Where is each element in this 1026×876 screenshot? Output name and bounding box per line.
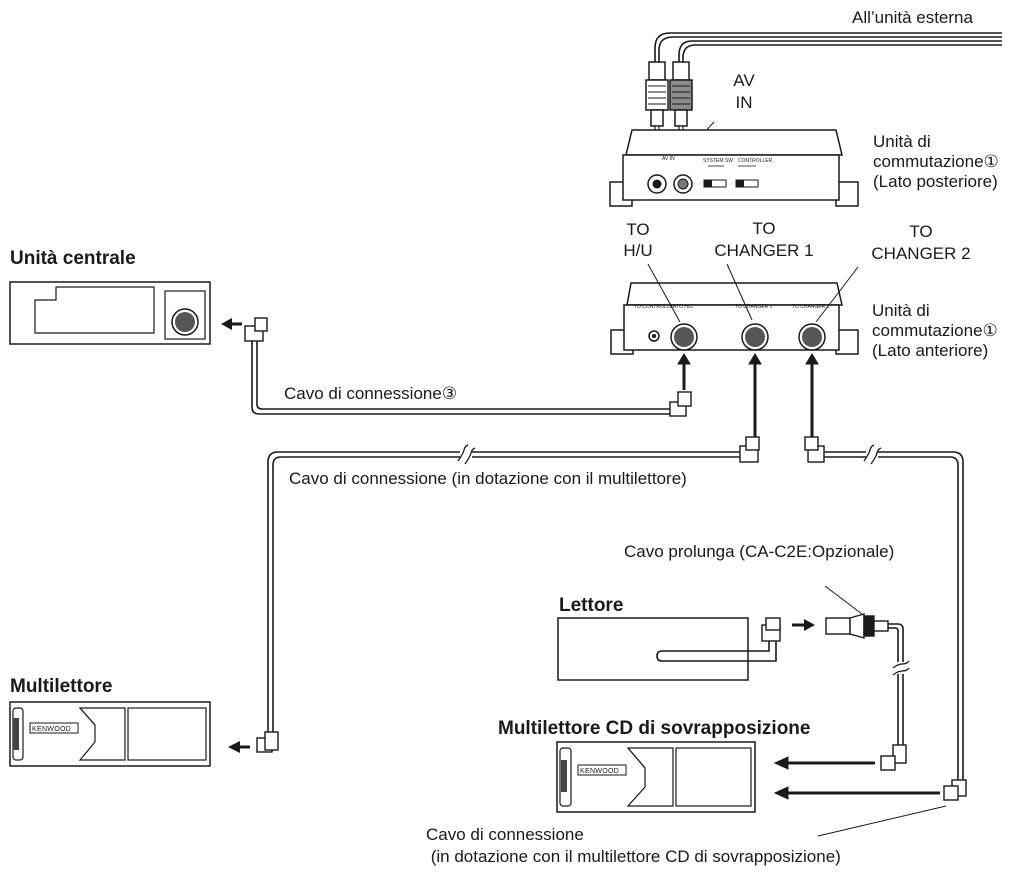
extension-cable-label: Cavo prolunga (CA-C2E:Opzionale) [624,542,894,561]
to-changer1-line-1: TO [752,219,775,238]
cable-3 [251,340,672,415]
jack-arrows [677,353,819,440]
cable-multi-plug-switch [739,436,760,463]
extension-cable-connector [825,613,889,639]
stack-changer-label: Multilettore CD di sovrapposizione [498,718,810,739]
switch-unit-front-label: Unità di commutazione① (Lato anteriore) [872,301,998,360]
switch-front-line-1: Unità di [872,301,930,320]
cable-break-mark-2 [863,444,882,465]
lettore-unit [557,617,749,681]
switch-rear-line-1: Unità di [873,132,931,151]
front-mark-changer1: TO CHANGER 1 [735,304,773,310]
cable-stack-line-2: (in dotazione con il multilettore CD di … [426,847,841,866]
front-mark-controller: TO CONTROLLER [634,304,677,310]
cable-stack-label: Cavo di connessione (in dotazione con il… [426,825,841,866]
cable-stack [820,451,964,786]
lettore-plug [761,617,781,642]
switch-front-line-2: commutazione① [872,321,998,340]
cable-multilettore [267,451,742,742]
front-mark-hu: TO H/U [676,304,693,310]
switch-front-line-3: (Lato anteriore) [872,341,988,360]
cable-stack-plug-switch [804,436,825,463]
lettore-cable [656,640,777,662]
rca-plug-white [645,61,669,137]
cable-break-mark-1 [457,444,476,465]
stack-cable-leader [817,805,947,837]
to-changer2-line-2: CHANGER 2 [871,244,970,263]
head-unit-arrow [221,318,242,330]
to-changer2-label: TO CHANGER 2 [871,222,970,263]
lettore-arrow [792,619,815,631]
to-hu-label: TO H/U [623,220,652,260]
stack-changer-brand-logo: KENWOOD [580,768,619,775]
to-changer2-line-1: TO [909,222,932,241]
av-cables [654,32,1002,62]
cable-3-plug-switch [669,391,692,417]
multilettore-arrow [228,741,250,753]
switch-unit-rear-label: Unità di commutazione① (Lato posteriore) [873,132,999,191]
front-mark-changer2: TO CHANGER 2 [792,304,830,310]
cable-break-mark-3 [892,660,910,676]
changer-label: Multilettore [10,676,112,697]
stack-cd-changer-unit: KENWOOD [556,741,756,813]
to-changer1-label: TO CHANGER 1 [714,219,813,260]
stack-changer-arrows [773,756,940,800]
av-in-line-1: AV [733,71,755,90]
player-label: Lettore [559,595,623,616]
cable-multi-plug-changer [256,731,279,753]
rear-mark-controller: CONTROLLER [738,158,773,164]
port-leaders [647,263,859,323]
cable-3-label: Cavo di connessione③ [284,384,457,403]
to-changer1-line-2: CHANGER 1 [714,241,813,260]
av-in-label: AV IN [733,71,755,112]
to-hu-line-2: H/U [623,241,652,260]
head-unit-label: Unità centrale [10,248,136,269]
cable-multi-label: Cavo di connessione (in dotazione con il… [289,469,687,488]
switch-unit-rear: AV IN SYSTEM SW CONTROLLER [609,129,859,207]
switch-rear-line-2: commutazione① [873,152,999,171]
rear-mark-av-in: AV IN [662,156,675,162]
cable-stack-line-1: Cavo di connessione [426,825,584,844]
to-hu-line-1: TO [626,220,649,239]
rear-mark-system-sw: SYSTEM SW [703,158,733,164]
rca-plug-red [669,61,693,137]
external-unit-label: All’unità esterna [852,8,974,27]
extension-leader [824,585,863,615]
extension-plug-changer [880,744,907,771]
extension-cable [888,623,904,750]
head-unit [9,281,211,345]
multilettore-unit: KENWOOD [9,701,211,767]
cable-stack-plug-changer [943,779,967,801]
cable-3-plug-hu [244,317,268,342]
av-in-line-2: IN [736,93,753,112]
switch-unit-front: TO CONTROLLER TO H/U TO CHANGER 1 TO CHA… [610,282,859,355]
switch-rear-line-3: (Lato posteriore) [873,172,998,191]
multilettore-brand-logo: KENWOOD [32,726,71,733]
